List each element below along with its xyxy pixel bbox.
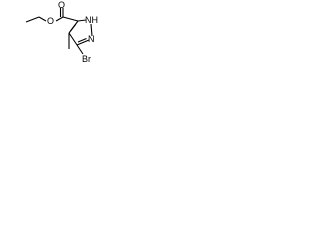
atom-n-label: N [88, 34, 95, 44]
chemical-structure: NH N Br O O [25, 0, 98, 64]
bond-c5-carbonyl-c [62, 16, 79, 22]
atom-o-carbonyl-label: O [58, 0, 65, 10]
bond-c3-br [76, 44, 84, 55]
atom-br-label: Br [82, 54, 91, 64]
bond-o-ch2 [38, 16, 47, 22]
bond-carbonyl-c-o-ester [55, 16, 64, 22]
bond-ch2-ch3 [25, 16, 40, 23]
bond-n2-n1 [90, 23, 93, 37]
bond-n1-c5 [77, 19, 87, 22]
atom-nh-label: NH [85, 15, 98, 25]
bond-c3-n2-inner [77, 37, 87, 43]
bond-c3-n2 [76, 39, 90, 46]
bond-c4-c3 [68, 32, 78, 46]
bond-c5-c4-inner [70, 24, 76, 32]
atom-o-ester-label: O [47, 16, 54, 26]
